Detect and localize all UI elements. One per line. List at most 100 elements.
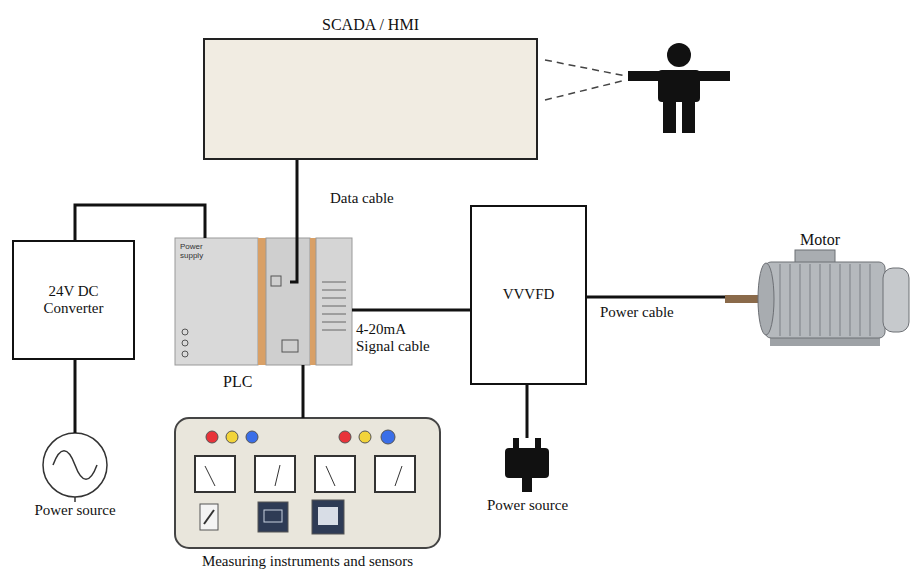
plc-illustration bbox=[175, 238, 352, 365]
cable-line bbox=[74, 360, 77, 433]
control-unit bbox=[312, 500, 344, 534]
converter-box: 24V DC Converter bbox=[12, 240, 135, 360]
person-body bbox=[658, 70, 700, 102]
terminal-row bbox=[322, 306, 346, 307]
plug-body bbox=[505, 448, 549, 478]
terminal bbox=[182, 340, 188, 346]
meter bbox=[315, 456, 355, 492]
fin bbox=[789, 264, 791, 336]
motor-flange bbox=[758, 263, 774, 335]
output-module bbox=[316, 238, 352, 365]
node-label: Motor bbox=[645, 231, 918, 249]
cable-line bbox=[587, 296, 725, 299]
lamp bbox=[206, 431, 218, 443]
lamp bbox=[339, 431, 351, 443]
source-symbol bbox=[43, 433, 107, 502]
node-label: SCADA / HMI bbox=[125, 16, 616, 34]
fin bbox=[859, 264, 861, 336]
fin bbox=[779, 264, 781, 336]
scada-hmi-panel: SCADA / HMI bbox=[203, 38, 538, 160]
plug-prong bbox=[513, 438, 519, 449]
plug-prong bbox=[535, 438, 541, 449]
terminal-row bbox=[322, 330, 346, 331]
plug-cord bbox=[522, 477, 532, 492]
terminal-row bbox=[322, 322, 346, 323]
operator bbox=[545, 43, 730, 133]
node-label: 24V DC Converter bbox=[28, 283, 120, 318]
terminal-row bbox=[322, 282, 346, 283]
data-cable-end bbox=[290, 238, 297, 282]
node-label: Measuring instruments and sensors bbox=[95, 553, 520, 570]
lamp bbox=[381, 430, 395, 444]
terminal-row bbox=[322, 298, 346, 299]
cpu-led bbox=[271, 276, 281, 286]
fin bbox=[799, 264, 801, 336]
cpu-port bbox=[282, 340, 298, 352]
panel-body bbox=[175, 418, 440, 548]
motor-unit: Motor bbox=[725, 255, 915, 345]
source-stem bbox=[74, 497, 76, 502]
module-divider bbox=[310, 238, 316, 365]
power-module bbox=[175, 238, 258, 365]
needle bbox=[395, 466, 402, 486]
meter bbox=[255, 456, 295, 492]
module-label: Power supply bbox=[180, 242, 216, 260]
node-label: Power source bbox=[0, 502, 187, 519]
fin bbox=[839, 264, 841, 336]
terminal bbox=[182, 351, 188, 357]
sine-wave bbox=[53, 451, 97, 480]
cable-label: 4-20mA Signal cable bbox=[356, 321, 440, 356]
fin bbox=[819, 264, 821, 336]
fin bbox=[809, 264, 811, 336]
cable-line bbox=[526, 385, 529, 438]
instrument-panel bbox=[175, 418, 440, 548]
cable-line bbox=[352, 309, 470, 312]
module-divider bbox=[258, 238, 266, 365]
instrument-panel-node: Measuring instruments and sensors bbox=[175, 418, 440, 548]
cable-line bbox=[75, 205, 205, 240]
plug-illustration bbox=[505, 438, 549, 492]
motor-body bbox=[765, 262, 885, 338]
lamp bbox=[246, 431, 258, 443]
ac-source: Power source bbox=[43, 433, 107, 497]
meters bbox=[195, 456, 415, 492]
meter bbox=[195, 456, 235, 492]
cooling-fins bbox=[780, 264, 870, 336]
lamp bbox=[359, 431, 371, 443]
fin bbox=[869, 264, 871, 336]
node-label: PLC bbox=[223, 373, 252, 391]
person-leg bbox=[663, 100, 676, 133]
needle bbox=[275, 465, 280, 486]
switch-lever bbox=[204, 510, 214, 524]
cable-line bbox=[302, 365, 305, 418]
node-label: Power source bbox=[420, 497, 635, 514]
switch bbox=[200, 504, 218, 530]
meter bbox=[375, 456, 415, 492]
output-terminals bbox=[322, 282, 346, 330]
cable-label: Power cable bbox=[600, 304, 674, 321]
person-leg bbox=[682, 100, 695, 133]
needle bbox=[326, 466, 335, 486]
control-face bbox=[318, 507, 338, 525]
motor-shaft bbox=[725, 295, 760, 303]
control-face bbox=[264, 510, 282, 522]
terminal-row bbox=[322, 314, 346, 315]
sight-line bbox=[545, 60, 626, 76]
needle bbox=[205, 466, 215, 486]
terminal-row bbox=[322, 290, 346, 291]
node-label: VVVFD bbox=[503, 286, 555, 303]
person-head bbox=[667, 43, 691, 67]
ac-source-circle bbox=[43, 433, 107, 497]
drive-box: VVVFD bbox=[470, 205, 587, 385]
terminal bbox=[182, 329, 188, 335]
fin bbox=[849, 264, 851, 336]
fin bbox=[829, 264, 831, 336]
sight-line bbox=[545, 80, 626, 100]
motor-illustration bbox=[725, 250, 909, 346]
cpu-module bbox=[266, 238, 310, 365]
control-unit bbox=[258, 502, 288, 532]
lamp bbox=[226, 431, 238, 443]
fan-cover bbox=[883, 268, 909, 332]
plug-source: Power source bbox=[500, 438, 555, 492]
cable-label: Data cable bbox=[330, 190, 394, 207]
